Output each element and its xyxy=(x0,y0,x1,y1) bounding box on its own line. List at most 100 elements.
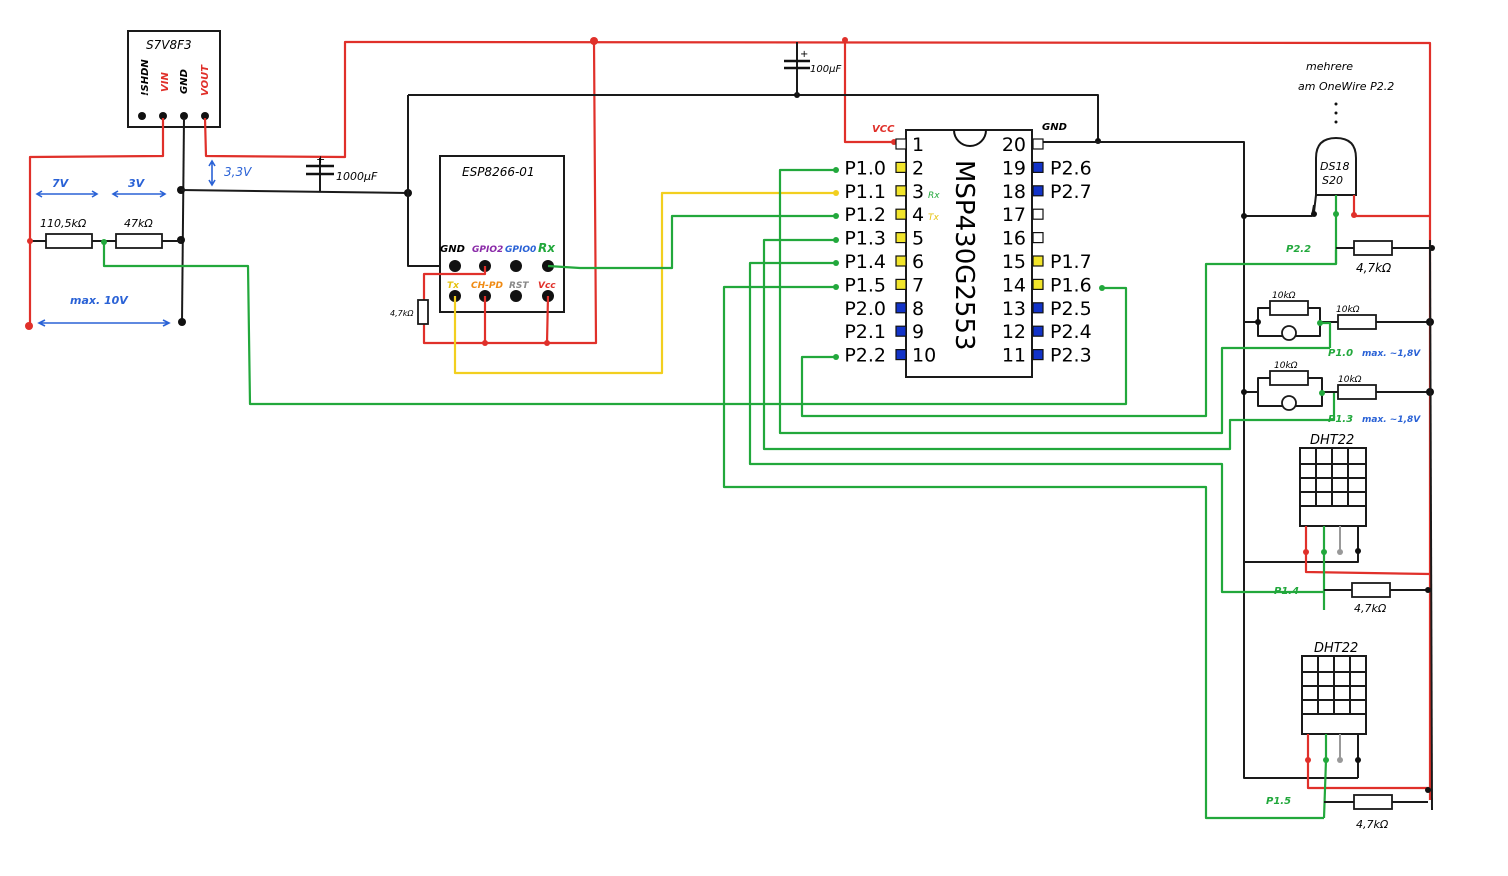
voltage-divider: 110,5kΩ 47kΩ 7V 3V max. 10V xyxy=(27,177,181,327)
dht2-port-label: P1.5 xyxy=(1266,796,1291,807)
p14-wire xyxy=(748,261,1324,594)
junction xyxy=(833,284,839,290)
junction xyxy=(1241,389,1247,395)
dht22-sensor-1: DHT22 xyxy=(1299,433,1367,555)
input-negative-terminal xyxy=(178,318,186,326)
double-arrow-icon xyxy=(35,190,99,198)
dht1-grille xyxy=(1300,448,1366,507)
ntc2-max-label: max. ~1,8V xyxy=(1362,415,1421,425)
junction xyxy=(27,238,33,244)
junction xyxy=(833,213,839,219)
double-arrow-icon xyxy=(37,319,171,327)
double-arrow-icon xyxy=(111,190,167,198)
esp-vcc-wire xyxy=(547,40,598,345)
mcu-right-pin-number: 20 xyxy=(1002,134,1026,156)
vout-voltage-label: 3,3V xyxy=(224,165,252,179)
ds18-label-1: DS18 xyxy=(1320,160,1349,173)
onewire-note-1: mehrere xyxy=(1306,60,1353,73)
mcu-pin-marker xyxy=(895,208,907,220)
regulator-pin-dot xyxy=(201,112,209,120)
esp-pullup-resistor xyxy=(417,299,429,325)
gnd-right-rail xyxy=(1036,141,1358,779)
ds18-label-2: S20 xyxy=(1322,174,1343,187)
mcu-chip: MSP430G2553 VCC GND Rx Tx xyxy=(872,122,1067,378)
mcu-left-pin-number: 6 xyxy=(912,251,924,273)
regulator-body xyxy=(127,30,221,128)
ds18-leg xyxy=(1313,194,1317,213)
plus-sign: + xyxy=(800,49,808,60)
ntc1-top-resistor xyxy=(1269,300,1309,316)
ntc1-r-right-label: 10kΩ xyxy=(1336,305,1360,315)
mcu-pin-marker xyxy=(1032,138,1044,150)
mcu-pin-marker xyxy=(1032,161,1044,173)
junction xyxy=(1337,549,1343,555)
junction xyxy=(1099,285,1105,291)
regulator-pin-dot xyxy=(138,112,146,120)
mcu-left-pin-name: P1.4 xyxy=(844,251,886,273)
esp-pin-dot xyxy=(510,290,522,302)
esp-title: ESP8266-01 xyxy=(462,165,535,179)
mcu-right-pin-name: P1.6 xyxy=(1050,274,1092,296)
mcu-body xyxy=(905,129,1033,378)
mcu-name: MSP430G2553 xyxy=(949,160,979,351)
dht1-pullup-resistor xyxy=(1351,582,1391,598)
mcu-right-pin-number: 14 xyxy=(1002,274,1026,296)
mcu-left-pin-number: 1 xyxy=(912,134,924,156)
ellipsis-dot xyxy=(1334,111,1338,115)
esp-pin-chpd: CH-PD xyxy=(471,281,503,291)
gnd-horizontal xyxy=(180,189,409,194)
divider-v2-label: 3V xyxy=(128,177,146,190)
junction xyxy=(842,37,848,43)
junction xyxy=(1319,390,1325,396)
mcu-right-pin-name: P2.4 xyxy=(1050,321,1092,343)
junction xyxy=(833,167,839,173)
mcu-left-pin-number: 8 xyxy=(912,298,924,320)
ellipsis-dot xyxy=(1334,102,1338,106)
mcu-pin-marker xyxy=(1032,325,1044,337)
gnd-top-rail xyxy=(408,94,1099,142)
mcu-pin-marker xyxy=(895,325,907,337)
mcu-right-pin-name: P1.7 xyxy=(1050,251,1092,273)
mcu-left-pin-number: 2 xyxy=(912,157,924,179)
dht22-sensor-2: DHT22 xyxy=(1301,641,1367,763)
esp-pin-gpio0: GPIO0 xyxy=(505,245,536,255)
regulator-pin-shdn: !SHDN xyxy=(140,59,151,96)
regulator-title: S7V8F3 xyxy=(146,38,192,52)
plus-sign: + xyxy=(316,153,325,166)
junction xyxy=(544,340,550,346)
mcu-left-pin-number: 7 xyxy=(912,274,924,296)
resistor-r2-label: 47kΩ xyxy=(124,217,153,230)
mcu-pin-marker xyxy=(1032,349,1044,361)
dht2-grille xyxy=(1302,656,1366,715)
mcu-right-pin-name: P2.5 xyxy=(1050,298,1092,320)
regulator-module: S7V8F3 !SHDN VIN GND VOUT xyxy=(127,30,221,128)
mcu-pin-marker xyxy=(895,161,907,173)
capacitor-1000uf: + 1000µF xyxy=(306,153,378,183)
ntc2-r-top-label: 10kΩ xyxy=(1274,361,1298,371)
regulator-pin-dot xyxy=(180,112,188,120)
junction xyxy=(1337,757,1343,763)
mcu-pin-marker xyxy=(895,302,907,314)
p13-wire xyxy=(762,238,1336,451)
thermistor-icon xyxy=(1281,395,1297,411)
mcu-left-pin-name: P2.1 xyxy=(844,321,886,343)
mcu-left-pin-number: 9 xyxy=(912,321,924,343)
ds18-port-label: P2.2 xyxy=(1286,244,1311,255)
dht2-vcc-wire xyxy=(1306,760,1430,790)
mcu-pin-marker xyxy=(895,232,907,244)
junction xyxy=(1241,213,1247,219)
divider-v1-label: 7V xyxy=(52,177,70,190)
mcu-left-pin-number: 5 xyxy=(912,228,924,250)
mcu-pin-marker xyxy=(1032,278,1044,290)
mcu-pin-marker xyxy=(1032,255,1044,267)
mcu-right-pin-number: 17 xyxy=(1002,204,1026,226)
mcu-pin-marker xyxy=(895,255,907,267)
dht1-vcc-wire xyxy=(1304,552,1431,576)
junction xyxy=(1255,319,1261,325)
mcu-right-pin-number: 12 xyxy=(1002,321,1026,343)
ntc2-leads xyxy=(1257,377,1430,407)
dht1-port-label: P1.4 xyxy=(1274,586,1299,597)
mcu-right-pin-number: 13 xyxy=(1002,298,1026,320)
mcu-right-pin-name: P2.3 xyxy=(1050,345,1092,367)
